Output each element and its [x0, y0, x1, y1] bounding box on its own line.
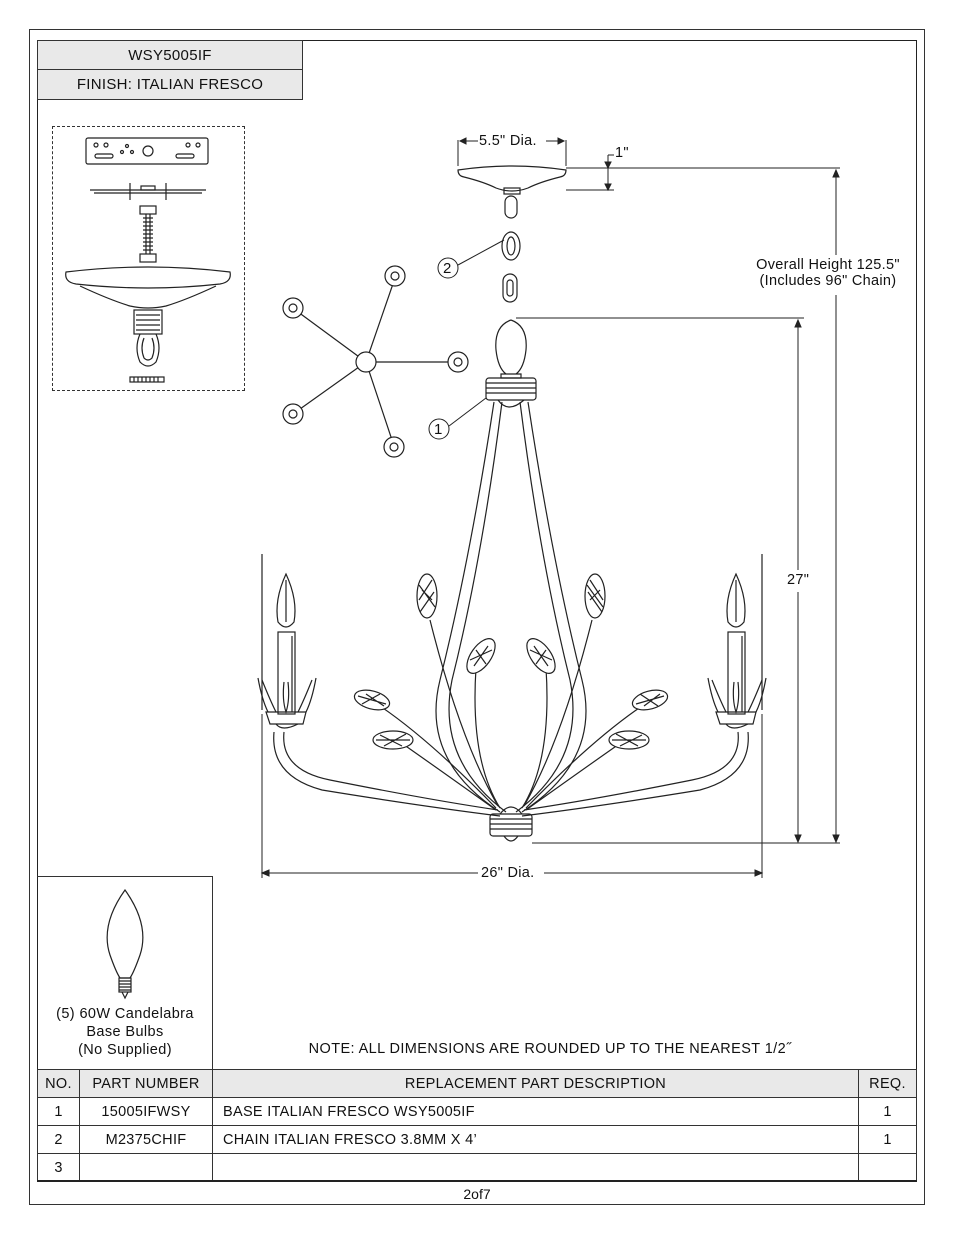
row-part-number: M2375CHIF: [79, 1125, 213, 1154]
mounting-kit-box: [52, 126, 245, 391]
bulb-line2: Base Bulbs: [86, 1024, 164, 1040]
table-row: 3: [37, 1153, 917, 1182]
canopy-height-label: 1": [615, 145, 629, 161]
callout-leaders: [428, 239, 505, 440]
header-description: REPLACEMENT PART DESCRIPTION: [212, 1069, 859, 1098]
table-bottom-rule: [37, 1180, 917, 1182]
row-description: CHAIN ITALIAN FRESCO 3.8MM X 4’: [212, 1125, 859, 1154]
dimensions-note: NOTE: ALL DIMENSIONS ARE ROUNDED UP TO T…: [308, 1041, 792, 1057]
row-description: BASE ITALIAN FRESCO WSY5005IF: [212, 1097, 859, 1126]
row-description: [212, 1153, 859, 1182]
model-number: WSY5005IF: [37, 40, 303, 70]
row-req: [858, 1153, 917, 1182]
table-row: 2 M2375CHIF CHAIN ITALIAN FRESCO 3.8MM X…: [37, 1125, 917, 1154]
row-part-number: [79, 1153, 213, 1182]
overall-height-line1: Overall Height 125.5": [756, 257, 900, 273]
top-view-drawing: [282, 265, 469, 458]
parts-table: NO. PART NUMBER REPLACEMENT PART DESCRIP…: [37, 1069, 917, 1182]
callout-2: 2: [443, 260, 452, 277]
bulb-line3: (No Supplied): [78, 1042, 172, 1058]
row-no: 3: [37, 1153, 80, 1182]
table-row: 1 15005IFWSY BASE ITALIAN FRESCO WSY5005…: [37, 1097, 917, 1126]
chain-drawing: [501, 195, 521, 303]
fixture-body-drawing: [257, 319, 767, 842]
header-req: REQ.: [858, 1069, 917, 1098]
page-outer-border: [29, 29, 925, 1205]
body-height-label: 27": [787, 572, 810, 588]
body-diameter-label: 26" Dia.: [481, 865, 535, 881]
canopy-diameter-label: 5.5" Dia.: [479, 133, 537, 149]
parts-table-header-row: NO. PART NUMBER REPLACEMENT PART DESCRIP…: [37, 1069, 917, 1098]
row-req: 1: [858, 1097, 917, 1126]
callout-1: 1: [434, 421, 443, 438]
header-part-number: PART NUMBER: [79, 1069, 213, 1098]
bulb-line1: (5) 60W Candelabra: [56, 1006, 194, 1022]
row-part-number: 15005IFWSY: [79, 1097, 213, 1126]
overall-height-line2: (Includes 96" Chain): [759, 273, 897, 289]
row-no: 1: [37, 1097, 80, 1126]
row-req: 1: [858, 1125, 917, 1154]
canopy-drawing: [457, 165, 567, 195]
mounting-kit-drawing: [65, 137, 231, 383]
dimension-lines: [260, 137, 840, 878]
page-number: 2of7: [463, 1186, 491, 1202]
row-no: 2: [37, 1125, 80, 1154]
overall-height-label: Overall Height 125.5" (Includes 96" Chai…: [744, 257, 912, 289]
finish-label: FINISH: ITALIAN FRESCO: [37, 70, 303, 100]
header-no: NO.: [37, 1069, 80, 1098]
bulb-drawing: [106, 888, 144, 1000]
bulb-description: (5) 60W Candelabra Base Bulbs (No Suppli…: [40, 1005, 210, 1059]
